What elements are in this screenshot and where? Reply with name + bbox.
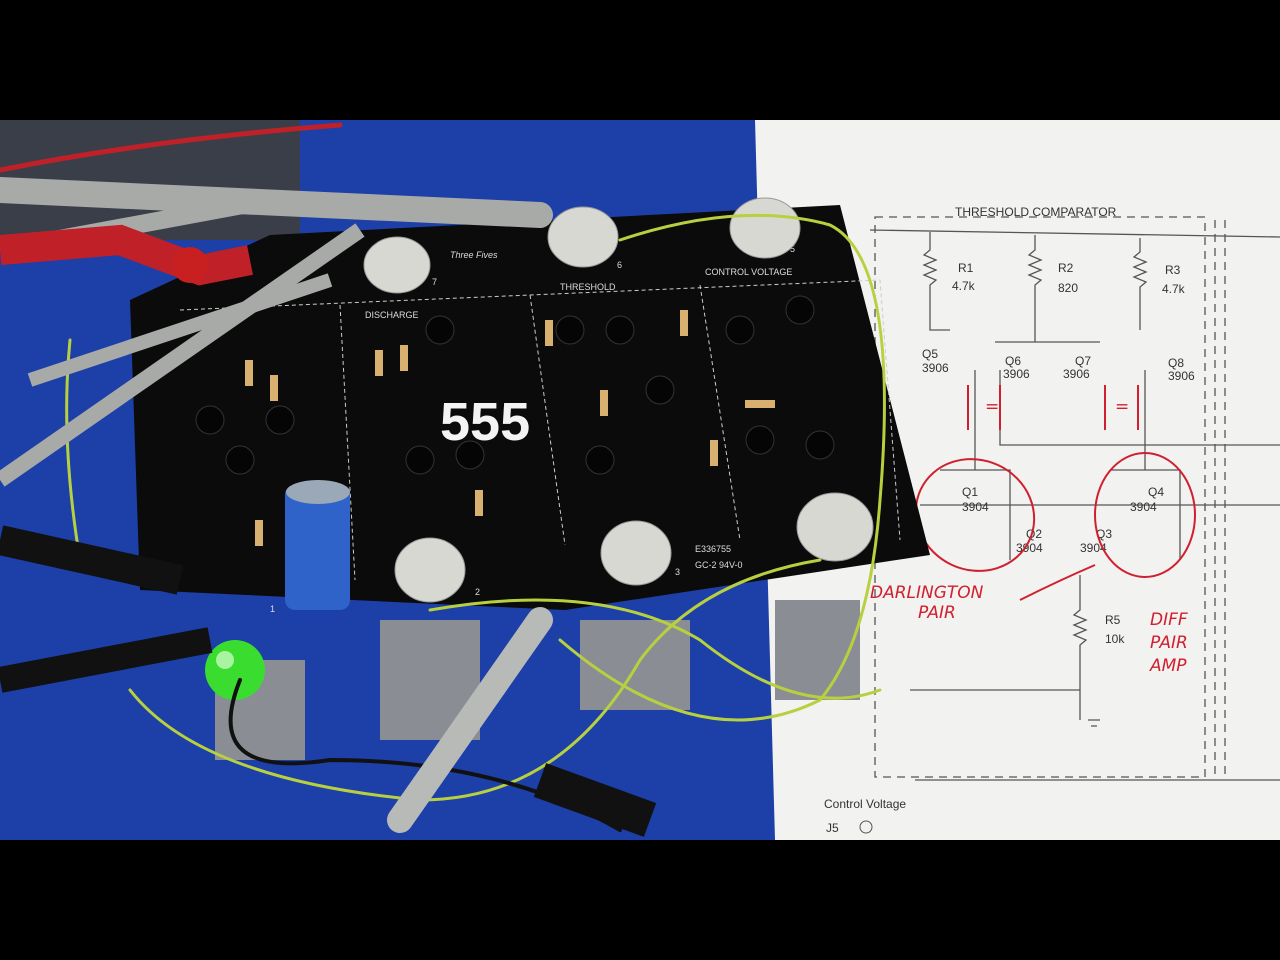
electrolytic-capacitor [285, 485, 350, 610]
diff-pair-note: PAIR [1150, 633, 1188, 653]
r2-value: 820 [1058, 281, 1078, 295]
r3-value: 4.7k [1162, 282, 1186, 296]
pcb-section-outlines [179, 279, 901, 581]
diff-amp-note: AMP [1149, 656, 1187, 676]
j5-label: J5 [826, 821, 839, 835]
j5-connector-symbol [859, 820, 873, 834]
led-highlight [216, 651, 234, 669]
pcb-marking-2: GC-2 94V-0 [695, 560, 743, 570]
q4-ref: Q4 [1148, 485, 1164, 499]
r5-ref: R5 [1105, 613, 1121, 627]
section-control-voltage: CONTROL VOLTAGE [705, 267, 792, 277]
control-voltage-label: Control Voltage [824, 797, 906, 811]
top-letterbox [0, 0, 1280, 120]
darlington-pair-note: PAIR [918, 603, 956, 623]
q7-ref: Q7 [1075, 354, 1091, 368]
q6-ref: Q6 [1005, 354, 1021, 368]
q5-part: 3906 [922, 361, 949, 375]
q4-part: 3904 [1130, 500, 1157, 514]
q8-part: 3906 [1168, 369, 1195, 383]
pin-3: 3 [675, 567, 680, 577]
q6-part: 3906 [1003, 367, 1030, 381]
section-discharge: DISCHARGE [365, 310, 419, 320]
diff-note: DIFF [1150, 610, 1188, 630]
bottom-letterbox [0, 840, 1280, 960]
test-posts [363, 197, 874, 603]
pin-7: 7 [432, 277, 437, 287]
r3-ref: R3 [1165, 263, 1181, 277]
capacitor-top [286, 480, 350, 504]
schematic-title: THRESHOLD COMPARATOR [955, 205, 1117, 219]
r1-value: 4.7k [952, 279, 976, 293]
q3-ref: Q3 [1096, 527, 1112, 541]
r5-value: 10k [1105, 632, 1125, 646]
equal-mark-right: = [1115, 397, 1129, 417]
pin-2: 2 [475, 587, 480, 597]
r2-ref: R2 [1058, 261, 1074, 275]
resistors [245, 310, 775, 546]
q8-ref: Q8 [1168, 356, 1184, 370]
section-threshold: THRESHOLD [560, 282, 616, 292]
pcb-marking-1: E336755 [695, 544, 731, 554]
pin-1: 1 [270, 604, 275, 614]
q7-part: 3906 [1063, 367, 1090, 381]
r1-ref: R1 [958, 261, 974, 275]
q1-part: 3904 [962, 500, 989, 514]
schematic [869, 216, 1280, 781]
pin-6: 6 [617, 260, 622, 270]
pcb-brand: Three Fives [450, 250, 498, 260]
q5-ref: Q5 [922, 347, 938, 361]
red-ink-annotations [914, 385, 1196, 601]
q1-ref: Q1 [962, 485, 978, 499]
transistors [195, 295, 835, 475]
darlington-note: DARLINGTON [870, 583, 984, 603]
pcb-title: 555 [440, 392, 530, 452]
scope-probes [0, 177, 657, 837]
pin-5: 5 [790, 244, 795, 254]
equal-mark-left: = [985, 397, 999, 417]
